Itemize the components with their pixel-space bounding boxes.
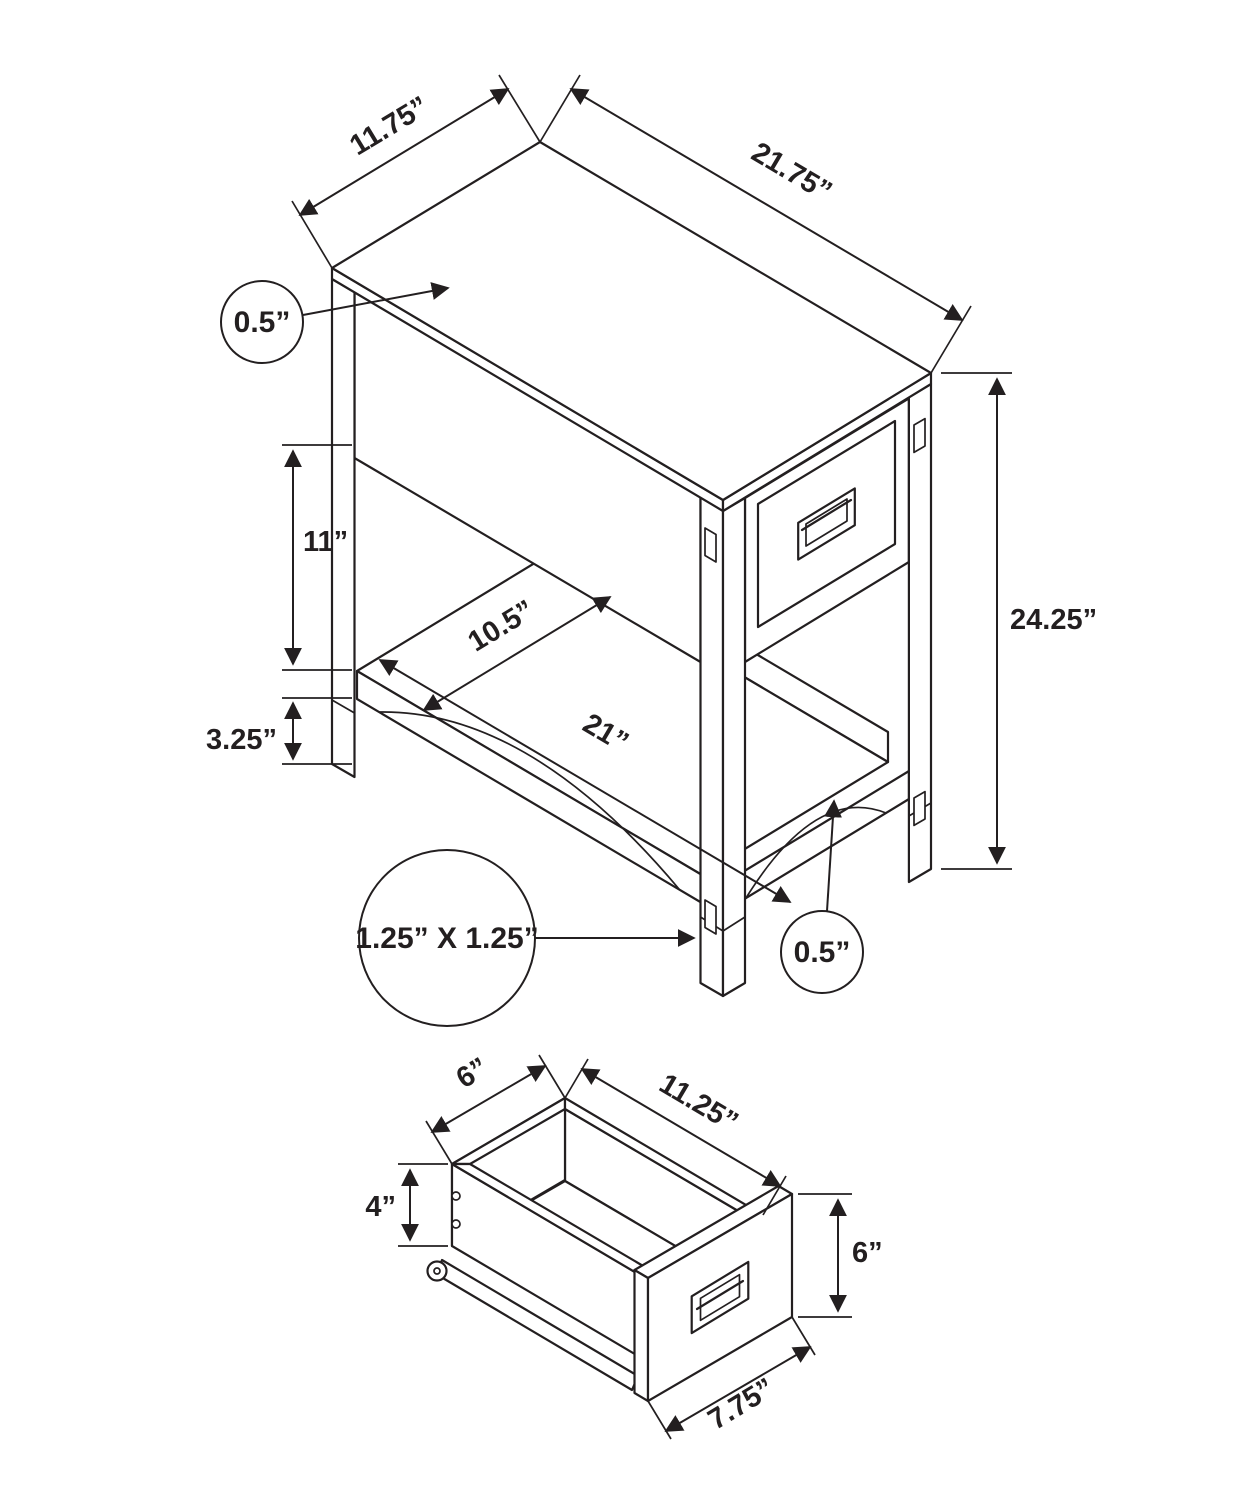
dim-length-ext-1 [539,74,581,143]
dim-drawer-side-height-label: 4” [365,1191,396,1223]
dim-open-space-label: 11” [303,526,348,558]
drawer-screw-2 [451,1219,461,1229]
drawer-detail-handle-plate [690,1260,750,1335]
dim-shelf-length-line [378,659,792,903]
dim-drawer-length-label: 11.25” [654,1068,744,1139]
drawer-glide-wheel [426,1260,448,1282]
dim-overall-height-label: 24.25” [1010,604,1097,636]
drawer-panel-left-edge [633,1268,650,1403]
dim-drawer-front-width-ext-1 [647,1400,672,1440]
left-leg-foot-line [331,699,356,714]
front-leg-right-face [721,496,747,998]
dim-foot-height-label: 3.25” [206,724,277,756]
callout-shelf-thickness-circle [780,910,864,994]
drawer-screw-1 [451,1191,461,1201]
dim-drawer-width-label: 6” [451,1052,494,1095]
dim-shelf-thickness-label: 0.5” [794,936,851,969]
table-structure [330,140,933,998]
callout-top-thickness-leader [302,282,450,316]
dim-drawer-length-ext-2 [762,1175,787,1216]
peg-front-leg-lower [704,899,717,935]
dim-drawer-front-width-ext-2 [791,1316,816,1356]
callout-shelf-thickness-leader [823,799,842,912]
drawer-detail-handle-bar [695,1279,745,1311]
dim-length-ext-2 [930,305,972,374]
drawer-handle-bar [800,498,853,532]
dim-top-thickness-label: 0.5” [234,306,291,339]
dim-leg-post-label: 1.25” X 1.25” [355,922,538,955]
dim-drawer-length-line [580,1068,782,1187]
dim-table-depth-label: 11.75” [344,90,434,162]
dim-length-line [569,88,964,321]
dim-depth-line [298,88,510,216]
drawer-handle-recess [805,498,848,547]
peg-right-leg-lower [913,790,926,827]
drawer-detail-handle-recess [699,1273,741,1322]
dim-depth-ext-1 [291,200,333,269]
dim-drawer-length-ext-1 [564,1058,589,1099]
drawer-glide-wheel-hub [433,1267,441,1275]
front-leg-foot-line-2 [722,916,746,932]
dim-drawer-width-line [430,1065,547,1133]
peg-right-leg-upper [913,417,926,454]
peg-front-leg-upper [704,527,717,563]
dim-table-length-label: 21.75” [746,136,837,208]
dim-drawer-front-width-line [664,1346,812,1432]
callout-top-thickness-circle [220,280,304,364]
dim-drawer-width-ext-1 [538,1054,566,1099]
dim-drawer-front-width-label: 7.75” [703,1372,780,1436]
dim-depth-ext-2 [498,74,541,143]
drawer-detail [426,1096,794,1403]
dim-drawer-front-height-label: 6” [852,1237,883,1269]
dim-drawer-width-ext-2 [425,1120,453,1165]
